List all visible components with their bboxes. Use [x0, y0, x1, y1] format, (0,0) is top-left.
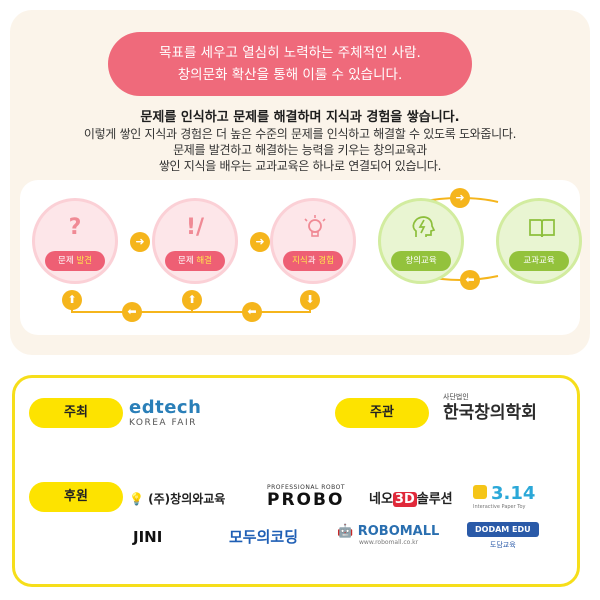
desc-line-1: 이렇게 쌓인 지식과 경험은 더 높은 수준의 문제를 인식하고 해결할 수 있… [83, 127, 517, 141]
step-problem-solving: !/ 문제 해결 [152, 198, 238, 284]
creative-education: 창의교육 [378, 198, 464, 284]
robot-icon: 🤖 [337, 524, 354, 539]
arrow-right-icon: ➜ [450, 188, 470, 208]
step-label: 문제 발견 [45, 251, 105, 271]
step-knowledge-experience: 지식과 경험 [270, 198, 356, 284]
edtech-logo: edtech KOREA FAIR [129, 397, 202, 429]
pair-label: 창의교육 [391, 251, 451, 271]
lightbulb-icon [304, 215, 326, 237]
korea-creativity-society-logo: 사단법인 한국창의학회 [443, 393, 537, 423]
head-lightning-icon [412, 216, 436, 237]
sponsor-dodam-edu-logo: DODAM EDU 도담교육 [467, 522, 539, 550]
slogan-line-2: 창의문화 확산을 통해 이룰 수 있습니다. [177, 67, 403, 83]
sponsor-modu-coding-logo: 모두의코딩 [229, 528, 299, 546]
step-label: 문제 해결 [165, 251, 225, 271]
curriculum-education: 교과교육 [496, 198, 582, 284]
arrow-up-icon: ⬆ [62, 290, 82, 310]
sponsor-probo-logo: PROFESSIONAL ROBOT PROBO [267, 484, 345, 510]
step-label: 지식과 경험 [283, 251, 343, 271]
slogan-line-1: 목표를 세우고 열심히 노력하는 주체적인 사람. [159, 45, 421, 61]
pair-label: 교과교육 [509, 251, 569, 271]
exclamation-icon: !/ [185, 215, 205, 240]
education-cycle-diagram: ? 문제 발견 ➜ !/ 문제 해결 ➜ 지식과 경험 ⬆ ⬆ ⬇ ⬅ ⬅ [20, 180, 582, 335]
arrow-left-icon: ⬅ [460, 270, 480, 290]
question-icon: ? [68, 215, 82, 240]
desc-line-2: 문제를 발견하고 해결하는 능력을 키우는 창의교육과 [173, 143, 427, 157]
intro-card: 목표를 세우고 열심히 노력하는 주체적인 사람. 창의문화 확산을 통해 이룰… [10, 10, 590, 355]
host-label: 주최 [29, 398, 123, 428]
arrow-right-icon: ➜ [250, 232, 270, 252]
arrow-left-icon: ⬅ [122, 302, 142, 322]
arrow-right-icon: ➜ [130, 232, 150, 252]
sponsor-robomall-logo: 🤖 ROBOMALL www.robomall.co.kr [337, 524, 440, 546]
arrow-up-icon: ⬆ [182, 290, 202, 310]
toy-icon [473, 485, 487, 499]
bulb-icon: 💡 [129, 492, 144, 506]
organizer-label: 주관 [335, 398, 429, 428]
sponsor-creativity-education-logo: 💡 (주)창의와교육 [129, 492, 226, 506]
intro-description: 이렇게 쌓인 지식과 경험은 더 높은 수준의 문제를 인식하고 해결할 수 있… [10, 126, 590, 174]
sponsor-label: 후원 [29, 482, 123, 512]
slogan-banner: 목표를 세우고 열심히 노력하는 주체적인 사람. 창의문화 확산을 통해 이룰… [108, 32, 472, 96]
step-problem-discovery: ? 문제 발견 [32, 198, 118, 284]
desc-line-3: 쌓인 지식을 배우는 교과교육은 하나로 연결되어 있습니다. [158, 159, 442, 173]
organizers-card: 주최 주관 후원 edtech KOREA FAIR 사단법인 한국창의학회 💡… [12, 375, 580, 587]
book-icon [529, 219, 555, 238]
sponsor-jini-logo: JINI [133, 528, 163, 546]
arrow-down-icon: ⬇ [300, 290, 320, 310]
intro-headline: 문제를 인식하고 문제를 해결하며 지식과 경험을 쌓습니다. [140, 110, 460, 125]
arrow-left-icon: ⬅ [242, 302, 262, 322]
sponsor-314-logo: 3.14 Interactive Paper Toy [473, 483, 536, 510]
